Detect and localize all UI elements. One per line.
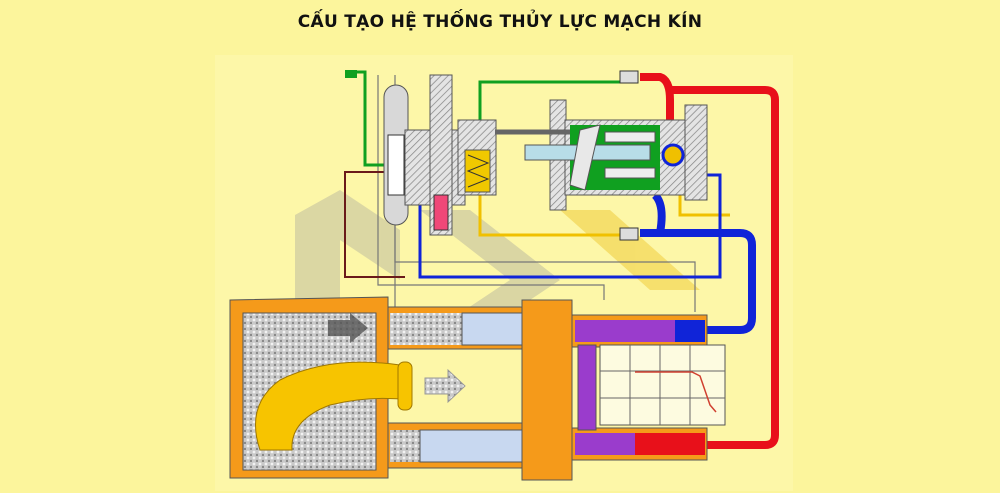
cylinder-blue-chamber <box>675 320 705 342</box>
lower-piston <box>419 429 523 463</box>
fitting-top <box>619 70 639 84</box>
flow-arrow-right <box>424 368 466 404</box>
flow-arrow-material <box>328 313 368 343</box>
fitting-bottom <box>619 227 639 241</box>
drive-cylinders <box>571 314 708 461</box>
injection-frame <box>229 296 573 481</box>
drain-line-yellow <box>478 190 628 237</box>
directional-valve <box>387 134 405 196</box>
relief-spring-chamber <box>433 194 449 231</box>
upper-piston <box>461 312 523 346</box>
return-line-blue <box>418 150 722 279</box>
servo-spring <box>464 149 491 193</box>
tank-icon <box>345 70 357 78</box>
pressure-curve <box>635 371 717 413</box>
main-line-blue <box>640 192 756 334</box>
charge-pump <box>661 143 685 167</box>
cylinder-red-chamber <box>635 433 705 455</box>
hydraulic-pump <box>495 99 708 211</box>
drain-line-brown <box>344 171 405 278</box>
platen <box>521 299 573 481</box>
diagram-title: CẤU TẠO HỆ THỐNG THỦY LỰC MẠCH KÍN <box>297 12 703 32</box>
elbow-pipe <box>255 361 411 451</box>
pressure-graph <box>599 344 726 426</box>
swash-plate <box>569 124 601 191</box>
